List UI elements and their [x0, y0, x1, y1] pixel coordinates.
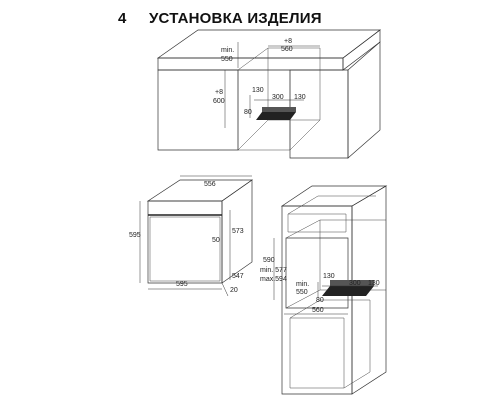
tall-vent-left: 130 — [323, 273, 335, 280]
oven-height-left: 595 — [129, 232, 141, 239]
tall-h3: max.594 — [260, 276, 287, 283]
top-height-value: 600 — [213, 98, 225, 105]
top-vent-left: 130 — [252, 87, 264, 94]
top-vent-right: 130 — [294, 94, 306, 101]
tall-vent-mid: 300 — [349, 280, 361, 287]
top-plus8-b: +8 — [284, 38, 292, 45]
section-title: УСТАНОВКА ИЗДЕЛИЯ — [149, 10, 322, 27]
section-header: 4 УСТАНОВКА ИЗДЕЛИЯ — [0, 6, 500, 32]
undercounter-cabinet-diagram — [156, 29, 382, 159]
right-cabinet-side — [347, 41, 381, 159]
top-min-value: 550 — [221, 56, 233, 63]
tall-cabinet-diagram — [273, 185, 388, 395]
vent-opening-back — [262, 107, 296, 112]
upper-compartment — [287, 213, 347, 233]
tall-h2: min. 577 — [260, 267, 287, 274]
oven-depth-right: 573 — [232, 228, 244, 235]
oven-width-bottom: 595 — [176, 281, 188, 288]
top-vent-mid: 300 — [272, 94, 284, 101]
oven-width-top: 556 — [204, 181, 216, 188]
tall-oven-niche — [285, 237, 349, 309]
top-min-label: min. — [221, 47, 234, 54]
lower-compartment — [289, 317, 345, 389]
niche-back — [237, 47, 321, 151]
section-number: 4 — [118, 10, 127, 27]
countertop-top — [156, 29, 382, 59]
oven-front — [147, 200, 223, 284]
oven-door-gap: 50 — [212, 237, 220, 244]
left-cabinet — [157, 69, 239, 151]
tall-vent-back — [330, 280, 374, 286]
oven-inner-height: 547 — [232, 273, 244, 280]
oven-door — [149, 216, 221, 282]
countertop-side — [342, 29, 381, 71]
vent-opening — [256, 112, 296, 120]
top-vent-depth: 80 — [244, 109, 252, 116]
right-cabinet — [289, 69, 349, 159]
tall-vent-opening — [322, 286, 374, 296]
top-width-value: 560 — [281, 46, 293, 53]
oven-diagram — [139, 175, 254, 297]
tall-min-label: min. — [296, 281, 309, 288]
countertop-front — [157, 57, 344, 71]
tall-vent-right: 130 — [368, 280, 380, 287]
tall-side — [351, 185, 387, 395]
tall-vent-depth: 80 — [316, 297, 324, 304]
oven-front-depth: 20 — [230, 287, 238, 294]
tall-h1: 590 — [263, 257, 275, 264]
tall-min-value: 550 — [296, 289, 308, 296]
tall-width-value: 560 — [312, 307, 324, 314]
top-plus8-a: +8 — [215, 89, 223, 96]
